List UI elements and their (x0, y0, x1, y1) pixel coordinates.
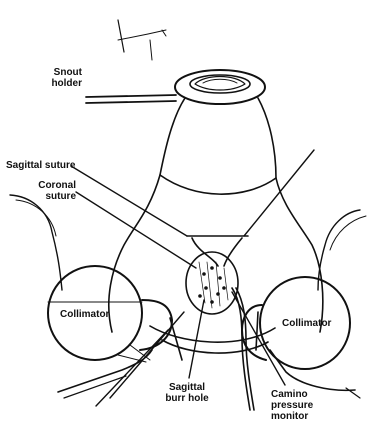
snout-holder-label-line1: Snout (22, 67, 82, 78)
sagittal-burr-hole-label-line2: burr hole (157, 393, 217, 404)
snout-holder-label-line2: holder (22, 78, 82, 89)
snout-holder-rod (86, 95, 176, 97)
collimator-left-label: Collimator (60, 309, 109, 320)
burr-hole (186, 252, 238, 314)
coronal-suture-label-line1: Coronal (16, 180, 76, 191)
camino-label-line3: monitor (271, 411, 313, 422)
snout-holder-label: Snout holder (22, 67, 82, 89)
collimator-right-label: Collimator (282, 318, 331, 329)
head-outline (109, 98, 185, 332)
camino-label-line2: pressure (271, 400, 313, 411)
coronal-suture-label: Coronal suture (16, 180, 76, 202)
sagittal-suture-label: Sagittal suture (6, 160, 75, 171)
sagittal-burr-hole-label: Sagittal burr hole (157, 382, 217, 404)
sagittal-burr-hole-label-line1: Sagittal (157, 382, 217, 393)
coronal-suture-label-line2: suture (16, 191, 76, 202)
camino-pressure-monitor-label: Camino pressure monitor (271, 389, 313, 422)
camino-label-line1: Camino (271, 389, 313, 400)
